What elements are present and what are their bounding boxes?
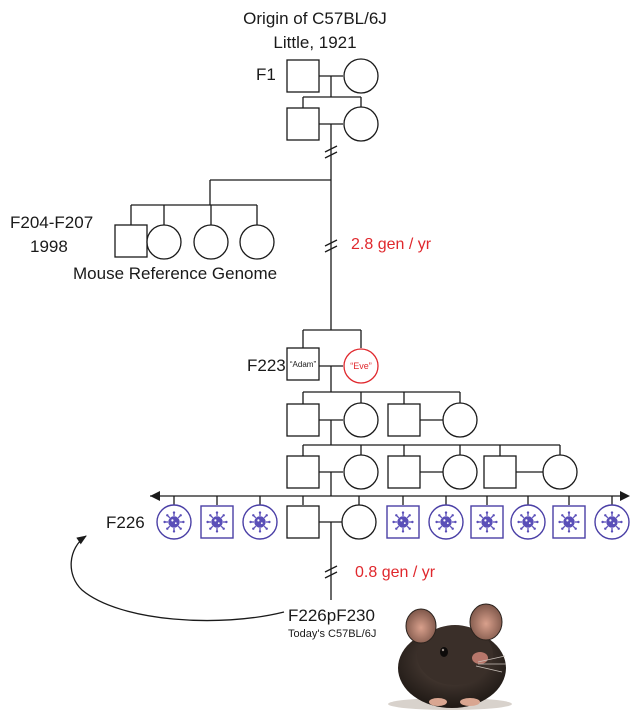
f226-child-lines <box>173 496 613 505</box>
f225-male-1 <box>286 455 320 489</box>
virus-icon <box>600 510 624 534</box>
adam-male <box>286 347 320 381</box>
virus-icon <box>205 510 229 534</box>
f225-male-3 <box>483 455 517 489</box>
f1-male <box>286 59 320 93</box>
f204-female-2 <box>193 224 229 260</box>
f224-female-2 <box>442 402 478 438</box>
f224-female-1 <box>343 402 379 438</box>
curved-return-arrow <box>70 535 285 622</box>
adam-label: “Adam” <box>290 360 317 369</box>
label-today: Today's C57BL/6J <box>288 628 376 640</box>
f226-breeder-female <box>341 504 377 540</box>
eve-female <box>343 348 379 384</box>
virus-icon <box>162 510 186 534</box>
virus-icon <box>434 510 458 534</box>
virus-icon <box>391 510 415 534</box>
arrow-left-icon <box>150 491 160 501</box>
f224-male-1 <box>286 403 320 437</box>
f226-mutant-male <box>200 505 234 539</box>
virus-icon <box>248 510 272 534</box>
label-f226pf230: F226pF230 <box>288 606 375 625</box>
label-f226: F226 <box>106 513 145 532</box>
f224-male-2 <box>387 403 421 437</box>
f226-mutant-male <box>386 505 420 539</box>
title-line-1: Origin of C57BL/6J <box>243 9 387 28</box>
virus-icon <box>516 510 540 534</box>
f225-female-2 <box>442 454 478 490</box>
f225-female-1 <box>343 454 379 490</box>
label-f223: F223 <box>247 356 286 375</box>
f225-male-2 <box>387 455 421 489</box>
virus-icon <box>475 510 499 534</box>
generation-break-mark <box>324 565 338 579</box>
title-line-2: Little, 1921 <box>273 33 356 52</box>
f2-male <box>286 107 320 141</box>
label-reference-genome: Mouse Reference Genome <box>73 264 277 283</box>
eve-label: “Eve” <box>350 361 372 371</box>
arrow-right-icon <box>620 491 630 501</box>
label-1998: 1998 <box>30 237 68 256</box>
f204-male <box>114 224 148 258</box>
generation-break-mark <box>324 145 338 159</box>
f226-breeder-male <box>286 505 320 539</box>
label-f1: F1 <box>256 65 276 84</box>
rate-label-early: 2.8 gen / yr <box>351 236 432 253</box>
f204-female-1 <box>146 224 182 260</box>
rate-label-late: 0.8 gen / yr <box>355 564 436 581</box>
f1-female <box>343 58 379 94</box>
virus-icon <box>557 510 581 534</box>
label-f204-f207: F204-F207 <box>10 213 93 232</box>
generation-break-mark <box>324 239 338 253</box>
f204-female-3 <box>239 224 275 260</box>
f2-female <box>343 106 379 142</box>
mouse-photo <box>388 603 512 710</box>
f225-female-3 <box>542 454 578 490</box>
